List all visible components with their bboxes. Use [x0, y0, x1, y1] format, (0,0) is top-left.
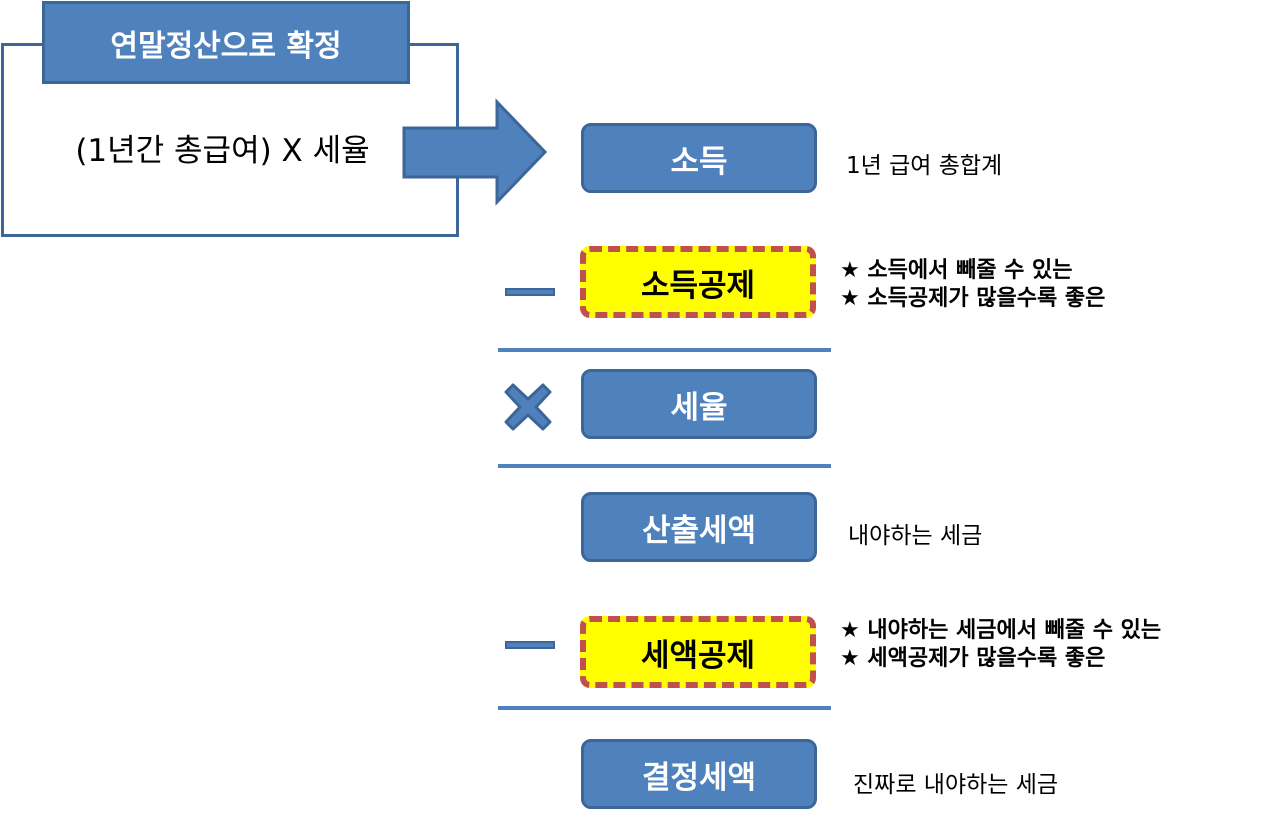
step-income-deduction: 소득공제 — [580, 246, 816, 318]
minus-icon — [505, 641, 555, 649]
divider-line — [498, 348, 831, 352]
divider-line — [498, 464, 831, 468]
minus-icon — [505, 288, 555, 296]
title-text: 연말정산으로 확정 — [110, 28, 342, 64]
step-tax-rate: 세율 — [581, 369, 817, 439]
note-income: 1년 급여 총합계 — [846, 153, 1003, 179]
note-line: ★ 내야하는 세금에서 빼줄 수 있는 — [840, 618, 1162, 643]
note-line: ★ 세액공제가 많을수록 좋은 — [840, 646, 1106, 671]
multiply-icon — [504, 383, 552, 431]
step-final-tax-label: 결정세액 — [641, 759, 757, 796]
note-line: ★ 소득공제가 많을수록 좋은 — [840, 286, 1106, 311]
formula-text: (1년간 총급여) X 세율 — [75, 133, 370, 169]
step-income-deduction-label: 소득공제 — [640, 267, 756, 304]
right-arrow-icon — [402, 98, 548, 206]
divider-line — [498, 706, 831, 710]
step-tax-credit: 세액공제 — [580, 616, 816, 688]
note-tax-credit: ★ 내야하는 세금에서 빼줄 수 있는 ★ 세액공제가 많을수록 좋은 — [840, 617, 1161, 673]
note-final-tax: 진짜로 내야하는 세금 — [853, 772, 1059, 798]
note-income-deduction: ★ 소득에서 빼줄 수 있는 ★ 소득공제가 많을수록 좋은 — [840, 257, 1105, 313]
step-tax-credit-label: 세액공제 — [640, 637, 756, 674]
step-income-label: 소득 — [670, 143, 728, 180]
note-calculated-tax: 내야하는 세금 — [848, 523, 983, 549]
note-line: ★ 소득에서 빼줄 수 있는 — [840, 258, 1073, 283]
step-income: 소득 — [581, 123, 817, 193]
step-final-tax: 결정세액 — [581, 739, 817, 809]
step-calculated-tax-label: 산출세액 — [641, 512, 757, 549]
step-calculated-tax: 산출세액 — [581, 492, 817, 562]
step-tax-rate-label: 세율 — [670, 389, 728, 426]
title-box: 연말정산으로 확정 — [42, 1, 410, 84]
